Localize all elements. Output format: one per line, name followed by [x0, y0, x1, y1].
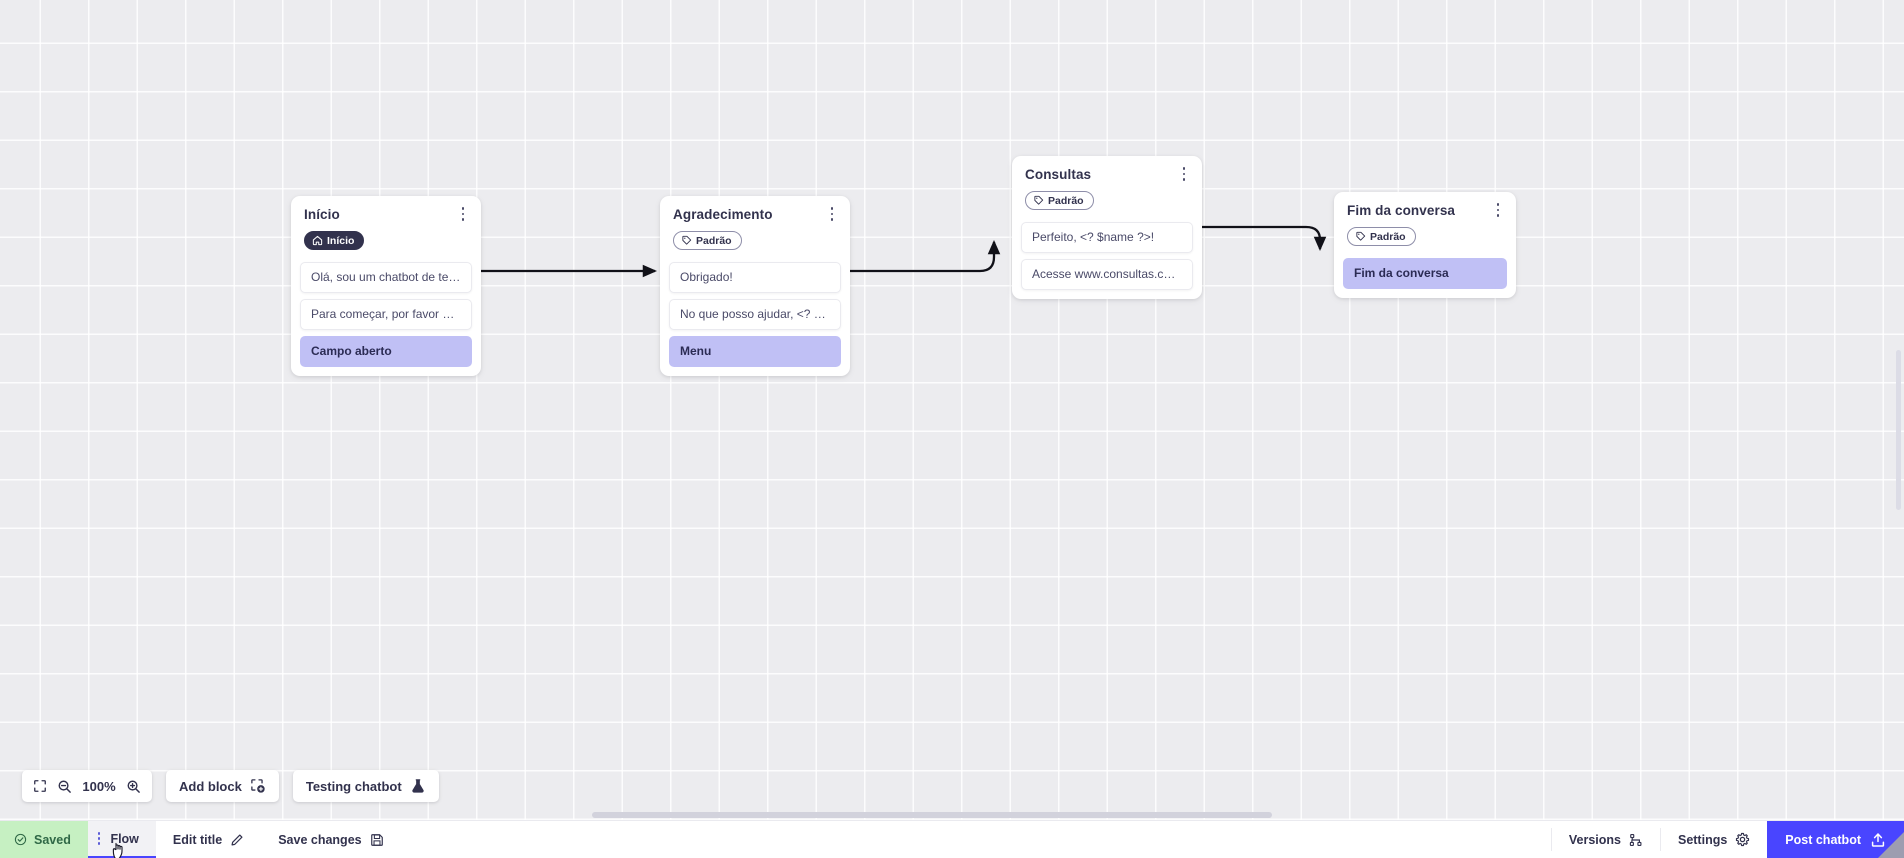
tag-icon: [682, 235, 692, 245]
flow-node-fim-da-conversa[interactable]: Fim da conversa Padrão Fim da conversa: [1334, 192, 1516, 298]
bottom-status-bar: Saved Flow Edit title Save changes Versi…: [0, 820, 1904, 858]
check-circle-icon: [14, 833, 27, 846]
zoom-in-button[interactable]: [126, 779, 141, 794]
edge-consultas-fim: [1201, 225, 1327, 251]
node-header: Consultas: [1012, 156, 1202, 183]
window-resize-handle[interactable]: [1878, 832, 1904, 858]
saved-status-badge: Saved: [0, 821, 88, 858]
node-badge-label: Padrão: [1370, 230, 1406, 243]
node-action-block[interactable]: Campo aberto: [300, 336, 472, 367]
node-message[interactable]: Para começar, por favor digite o ...: [300, 299, 472, 330]
drag-handle-icon[interactable]: [97, 832, 101, 845]
node-message[interactable]: Perfeito, <? $name ?>!: [1021, 222, 1193, 253]
tag-icon: [1356, 231, 1366, 241]
node-messages: Fim da conversa: [1334, 258, 1516, 298]
tag-icon: [1034, 195, 1044, 205]
flask-icon: [411, 779, 424, 793]
tab-flow[interactable]: Flow: [87, 821, 156, 858]
node-menu-button[interactable]: [455, 205, 471, 223]
node-menu-button[interactable]: [824, 205, 840, 223]
add-block-icon: [251, 779, 265, 793]
edge-agradecimento-consultas: [848, 240, 1001, 273]
versions-button[interactable]: Versions: [1552, 821, 1660, 858]
save-changes-button[interactable]: Save changes: [261, 821, 400, 858]
node-message[interactable]: No que posso ajudar, <? $name ...: [669, 299, 841, 330]
divider: [1550, 828, 1552, 851]
testing-chatbot-label: Testing chatbot: [305, 778, 402, 794]
settings-button[interactable]: Settings: [1661, 821, 1767, 858]
zoom-in-icon: [127, 780, 140, 793]
flow-node-agradecimento[interactable]: Agradecimento Padrão Obrigado! No que po…: [660, 196, 850, 376]
zoom-out-icon: [58, 780, 71, 793]
zoom-out-button[interactable]: [57, 779, 72, 794]
node-message[interactable]: Olá, sou um chatbot de teste!: [300, 262, 472, 293]
node-badge-row: Início: [291, 223, 481, 262]
flow-node-inicio[interactable]: Início Início Olá, sou um chatbot de tes…: [291, 196, 481, 376]
node-badge-row: Padrão: [660, 223, 850, 262]
fit-screen-button[interactable]: [33, 779, 47, 793]
flow-edges: [481, 225, 1327, 278]
zoom-level-label: 100%: [82, 778, 116, 794]
node-header: Fim da conversa: [1334, 192, 1516, 219]
fit-screen-icon: [34, 780, 46, 792]
zoom-controls: 100%: [22, 770, 152, 802]
saved-label: Saved: [34, 832, 71, 847]
node-badge-label: Padrão: [1048, 194, 1084, 207]
settings-label: Settings: [1677, 832, 1728, 847]
save-changes-label: Save changes: [278, 832, 362, 847]
node-title: Consultas: [1025, 167, 1092, 182]
home-icon: [312, 235, 323, 246]
node-badge-row: Padrão: [1334, 219, 1516, 258]
node-badge-row: Padrão: [1012, 183, 1202, 222]
pencil-icon: [231, 833, 243, 846]
node-messages: Perfeito, <? $name ?>! Acesse www.consul…: [1012, 222, 1202, 299]
versions-label: Versions: [1568, 832, 1621, 847]
node-badge-padrao[interactable]: Padrão: [1025, 191, 1094, 210]
gear-icon: [1736, 832, 1750, 847]
edit-title-label: Edit title: [172, 832, 223, 847]
node-title: Agradecimento: [673, 207, 773, 222]
flow-canvas[interactable]: Início Início Olá, sou um chatbot de tes…: [0, 0, 1904, 820]
node-badge-padrao[interactable]: Padrão: [673, 231, 742, 250]
flow-node-consultas[interactable]: Consultas Padrão Perfeito, <? $name ?>! …: [1012, 156, 1202, 299]
node-title: Fim da conversa: [1347, 203, 1456, 218]
divider: [1659, 828, 1661, 851]
post-chatbot-label: Post chatbot: [1785, 832, 1861, 847]
node-header: Agradecimento: [660, 196, 850, 223]
node-badge-inicio[interactable]: Início: [304, 231, 365, 250]
add-block-label: Add block: [179, 778, 242, 794]
node-action-block[interactable]: Menu: [669, 336, 841, 367]
bottom-bar-spacer: [401, 821, 1551, 858]
node-badge-label: Início: [327, 234, 355, 247]
tab-flow-label: Flow: [110, 831, 139, 846]
vertical-scrollbar-thumb[interactable]: [1896, 350, 1901, 510]
floppy-disk-icon: [370, 833, 383, 846]
vertical-scrollbar[interactable]: [1896, 350, 1903, 510]
node-header: Início: [291, 196, 481, 223]
add-block-button[interactable]: Add block: [166, 770, 279, 802]
node-title: Início: [304, 207, 340, 222]
node-badge-padrao[interactable]: Padrão: [1347, 227, 1416, 246]
node-action-block[interactable]: Fim da conversa: [1343, 258, 1507, 289]
node-messages: Obrigado! No que posso ajudar, <? $name …: [660, 262, 850, 376]
testing-chatbot-button[interactable]: Testing chatbot: [292, 770, 439, 802]
node-message[interactable]: Acesse www.consultas.com par...: [1021, 259, 1193, 290]
node-messages: Olá, sou um chatbot de teste! Para começ…: [291, 262, 481, 376]
branch-icon: [1629, 833, 1642, 846]
node-menu-button[interactable]: [1176, 165, 1192, 183]
node-menu-button[interactable]: [1490, 201, 1506, 219]
canvas-toolbar: 100% Add block Testing chatbot: [22, 770, 439, 802]
node-message[interactable]: Obrigado!: [669, 262, 841, 293]
edit-title-button[interactable]: Edit title: [156, 821, 261, 858]
node-badge-label: Padrão: [696, 234, 732, 247]
